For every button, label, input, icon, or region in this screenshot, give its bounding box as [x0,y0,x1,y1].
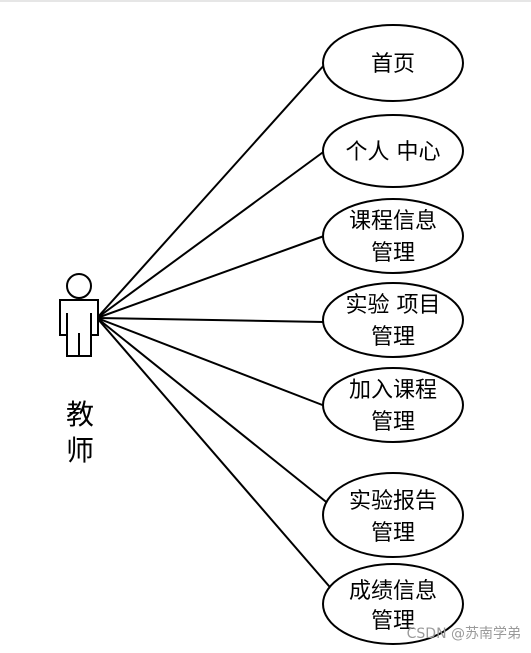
use-case-join-course-management [322,367,464,443]
use-case-label: 实验报告 [349,489,437,514]
use-case-label: 个人 中心 [346,140,441,165]
association-line [96,317,336,594]
association-lines [96,62,336,594]
top-border [0,0,531,2]
person-icon [59,273,99,357]
use-case-label: 管理 [371,609,415,634]
use-case-label: 成绩信息 [349,579,437,604]
use-case-label: 实验 项目 [346,293,441,318]
use-case-experiment-project-management [322,282,464,358]
use-case-label: 加入课程 [349,378,437,403]
use-case-label: 管理 [371,325,415,350]
use-case-label: 管理 [371,521,415,546]
use-case-personal-center [322,114,464,188]
use-case-label: 管理 [371,410,415,435]
association-line [96,317,326,407]
association-line [96,149,327,319]
use-case-grade-info-management [322,563,464,645]
association-line [96,62,327,319]
association-line [96,317,325,323]
actor-label-line2: 师 [66,434,94,467]
use-case-label: 课程信息 [349,209,437,234]
association-line [96,317,331,506]
use-case-label: 首页 [371,52,415,77]
watermark: CSDN @苏南学弟 [406,626,521,642]
use-case-home [322,24,464,102]
use-case-label: 管理 [371,241,415,266]
association-line [96,235,325,319]
actor-label-line1: 教 [66,398,94,431]
use-case-experiment-report-management [322,472,464,558]
use-case-course-info-management [322,198,464,274]
